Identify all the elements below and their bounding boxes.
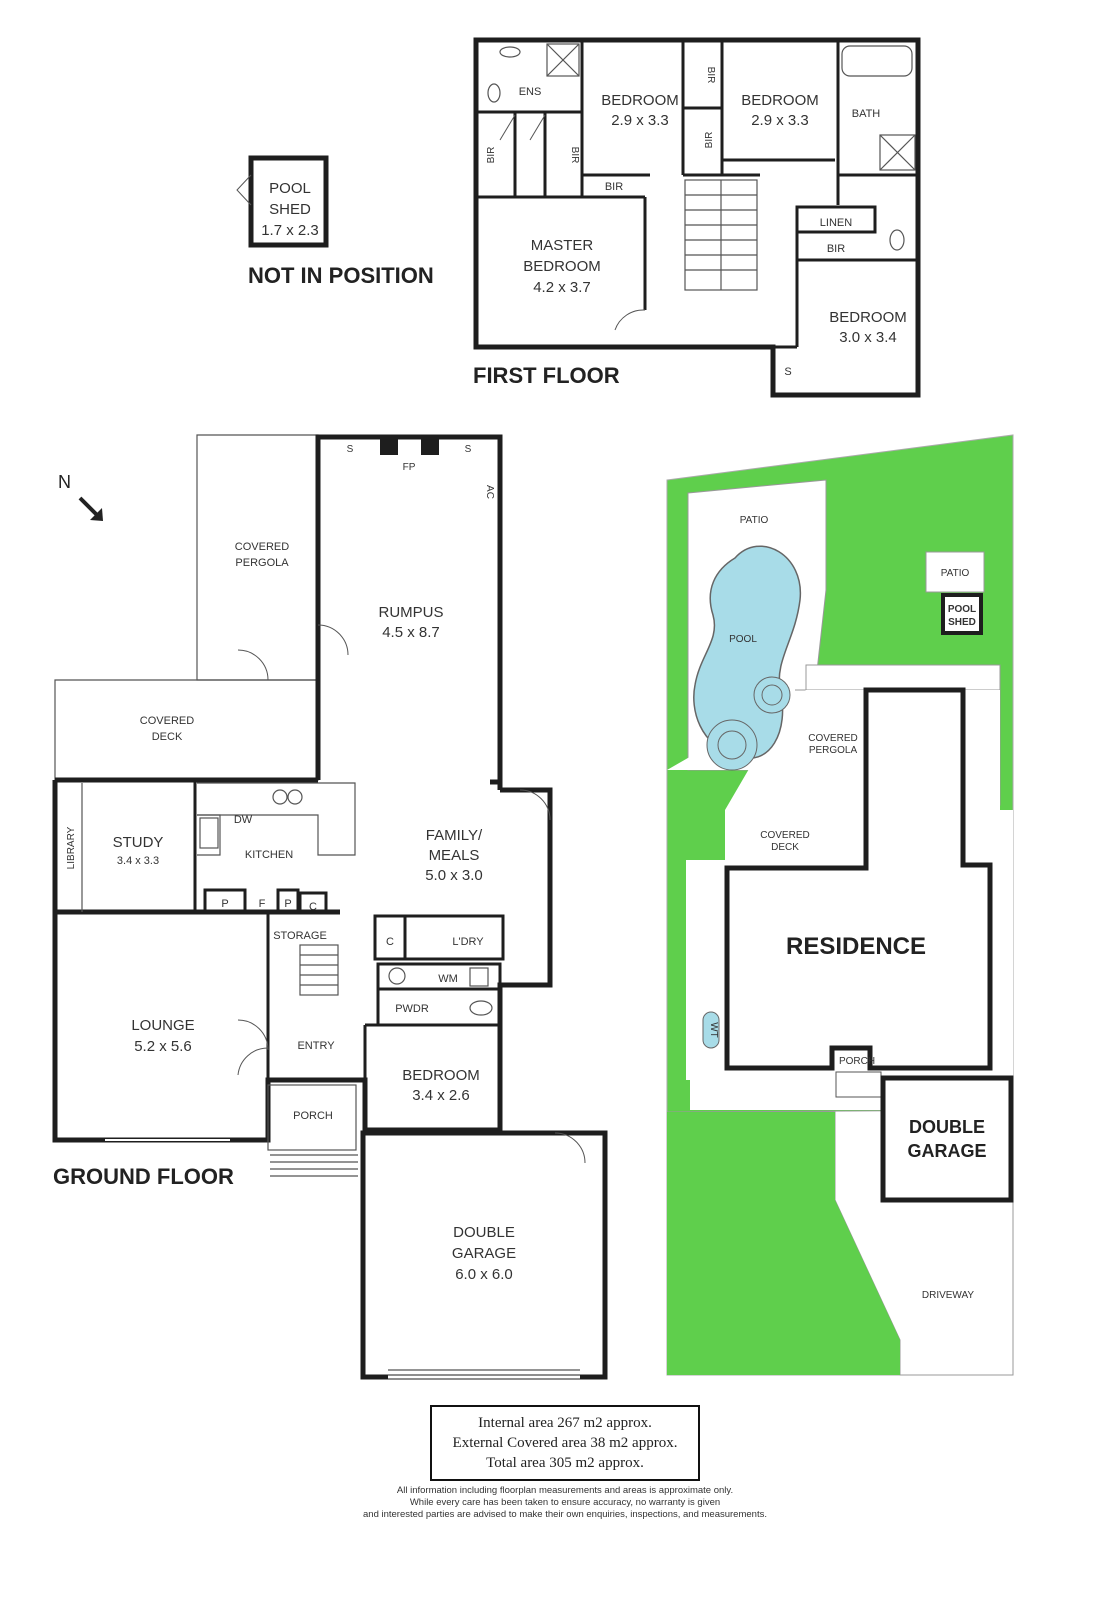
rumpus-name: RUMPUS bbox=[378, 604, 443, 621]
master-label-1: MASTER bbox=[531, 237, 594, 254]
store-s-2: S bbox=[465, 444, 472, 455]
bath-label: BATH bbox=[852, 108, 881, 120]
store-label: S bbox=[784, 366, 791, 378]
gf-deck-label-1: COVERED bbox=[140, 715, 194, 727]
gf-pergola-label-2: PERGOLA bbox=[235, 557, 289, 569]
kitchen-label: KITCHEN bbox=[245, 849, 293, 861]
disclaimer-line-2: While every care has been taken to ensur… bbox=[409, 1497, 721, 1508]
wm-label: WM bbox=[438, 973, 458, 985]
gf-garage-size: 6.0 x 6.0 bbox=[455, 1266, 513, 1283]
driveway-label: DRIVEWAY bbox=[922, 1290, 975, 1301]
site-shed-label-1: POOL bbox=[948, 604, 976, 615]
bedroom-a-name: BEDROOM bbox=[601, 92, 679, 109]
family-size: 5.0 x 3.0 bbox=[425, 867, 483, 884]
site-plan: PATIO POOL PATIO POOL SHED COVERED PERGO… bbox=[666, 434, 1014, 1376]
storage-label: STORAGE bbox=[273, 930, 327, 942]
bir-label-2: BIR bbox=[569, 147, 580, 164]
laundry-label: L'DRY bbox=[452, 936, 484, 948]
lounge-size: 5.2 x 5.6 bbox=[134, 1038, 192, 1055]
ens-label: ENS bbox=[519, 86, 542, 98]
library-label: LIBRARY bbox=[66, 826, 77, 869]
fp-label: FP bbox=[403, 462, 416, 473]
disclaimer: All information including floorplan meas… bbox=[330, 1485, 800, 1521]
site-deck-label-2: DECK bbox=[771, 842, 799, 853]
pool-shed-label-1: POOL bbox=[269, 180, 311, 197]
cupboard-label-1: C bbox=[309, 901, 317, 913]
bir-label-5: BIR bbox=[704, 132, 715, 149]
site-garage-label-1: DOUBLE bbox=[909, 1117, 985, 1137]
bedroom-b-size: 2.9 x 3.3 bbox=[751, 112, 809, 129]
pool-shed-size: 1.7 x 2.3 bbox=[261, 222, 319, 239]
internal-area: Internal area 267 m2 approx. bbox=[478, 1415, 652, 1431]
site-pergola-label-1: COVERED bbox=[808, 733, 857, 744]
family-label-2: MEALS bbox=[429, 847, 480, 864]
bedroom-a-size: 2.9 x 3.3 bbox=[611, 112, 669, 129]
store-s-1: S bbox=[347, 444, 354, 455]
disclaimer-line-3: and interested parties are advised to ma… bbox=[363, 1509, 767, 1520]
ground-floor-heading: GROUND FLOOR bbox=[53, 1164, 234, 1189]
pantry-label-2: P bbox=[284, 898, 291, 910]
disclaimer-line-1: All information including floorplan meas… bbox=[396, 1485, 734, 1496]
study-name: STUDY bbox=[113, 834, 164, 851]
rumpus-size: 4.5 x 8.7 bbox=[382, 624, 440, 641]
total-area: Total area 305 m2 approx. bbox=[486, 1455, 644, 1471]
bedroom-c-size: 3.0 x 3.4 bbox=[839, 329, 897, 346]
not-in-position-heading: NOT IN POSITION bbox=[248, 263, 434, 288]
bedroom-c-name: BEDROOM bbox=[829, 309, 907, 326]
family-label-1: FAMILY/ bbox=[426, 827, 483, 844]
pwdr-label: PWDR bbox=[395, 1003, 429, 1015]
master-size: 4.2 x 3.7 bbox=[533, 279, 591, 296]
lounge-name: LOUNGE bbox=[131, 1017, 194, 1034]
site-porch-label: PORCH bbox=[839, 1056, 875, 1067]
gf-garage-label-2: GARAGE bbox=[452, 1245, 516, 1262]
site-garage-label-2: GARAGE bbox=[907, 1141, 986, 1161]
site-deck-label-1: COVERED bbox=[760, 830, 809, 841]
site-pergola-label-2: PERGOLA bbox=[809, 745, 858, 756]
entry-label: ENTRY bbox=[297, 1040, 335, 1052]
gf-pergola-label-1: COVERED bbox=[235, 541, 289, 553]
dw-label: DW bbox=[234, 814, 253, 826]
bedroom-b-name: BEDROOM bbox=[741, 92, 819, 109]
north-label: N bbox=[58, 472, 71, 492]
linen-label: LINEN bbox=[820, 217, 852, 229]
pool-shed-plan: POOL SHED 1.7 x 2.3 NOT IN POSITION bbox=[236, 155, 434, 288]
first-floor-plan: ENS BIR BIR BIR BIR BIR BEDROOM 2.9 x 3.… bbox=[473, 37, 921, 398]
residence-label: RESIDENCE bbox=[786, 933, 926, 960]
site-patio2-label: PATIO bbox=[941, 568, 970, 579]
study-size: 3.4 x 3.3 bbox=[117, 855, 159, 867]
pool-shed-label-2: SHED bbox=[269, 201, 311, 218]
gf-deck-label-2: DECK bbox=[152, 731, 183, 743]
external-area: External Covered area 38 m2 approx. bbox=[452, 1435, 678, 1451]
area-summary: Internal area 267 m2 approx. External Co… bbox=[430, 1405, 700, 1481]
ac-label: AC bbox=[484, 485, 495, 499]
fridge-label: F bbox=[259, 898, 266, 910]
gf-garage-label-1: DOUBLE bbox=[453, 1224, 515, 1241]
bir-label-4: BIR bbox=[705, 67, 716, 84]
gf-porch-label: PORCH bbox=[293, 1110, 333, 1122]
cupboard-label-2: C bbox=[386, 936, 394, 948]
site-patio-label: PATIO bbox=[740, 515, 769, 526]
bir-label-6: BIR bbox=[827, 243, 845, 255]
wt-label: WT bbox=[708, 1022, 719, 1038]
gf-bedroom-name: BEDROOM bbox=[402, 1067, 480, 1084]
pantry-label-1: P bbox=[221, 898, 228, 910]
ground-floor-plan: COVERED PERGOLA COVERED DECK S S FP AC R… bbox=[52, 434, 608, 1380]
site-shed-label-2: SHED bbox=[948, 617, 976, 628]
bir-label-1: BIR bbox=[486, 147, 497, 164]
north-arrow: N bbox=[58, 472, 103, 521]
master-label-2: BEDROOM bbox=[523, 258, 601, 275]
first-floor-heading: FIRST FLOOR bbox=[473, 363, 620, 388]
gf-bedroom-size: 3.4 x 2.6 bbox=[412, 1087, 470, 1104]
bir-label-3: BIR bbox=[605, 181, 623, 193]
site-pool-label: POOL bbox=[729, 634, 757, 645]
